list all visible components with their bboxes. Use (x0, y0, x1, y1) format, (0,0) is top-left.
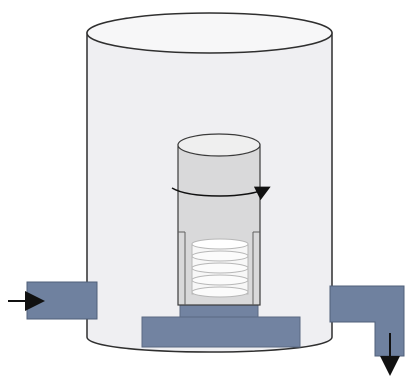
outlet-pipe (329, 285, 405, 357)
outer-vessel-top (86, 12, 333, 54)
disk-stack (191, 238, 249, 298)
rotation-arrow-icon (171, 186, 271, 201)
base-platform (141, 303, 301, 348)
